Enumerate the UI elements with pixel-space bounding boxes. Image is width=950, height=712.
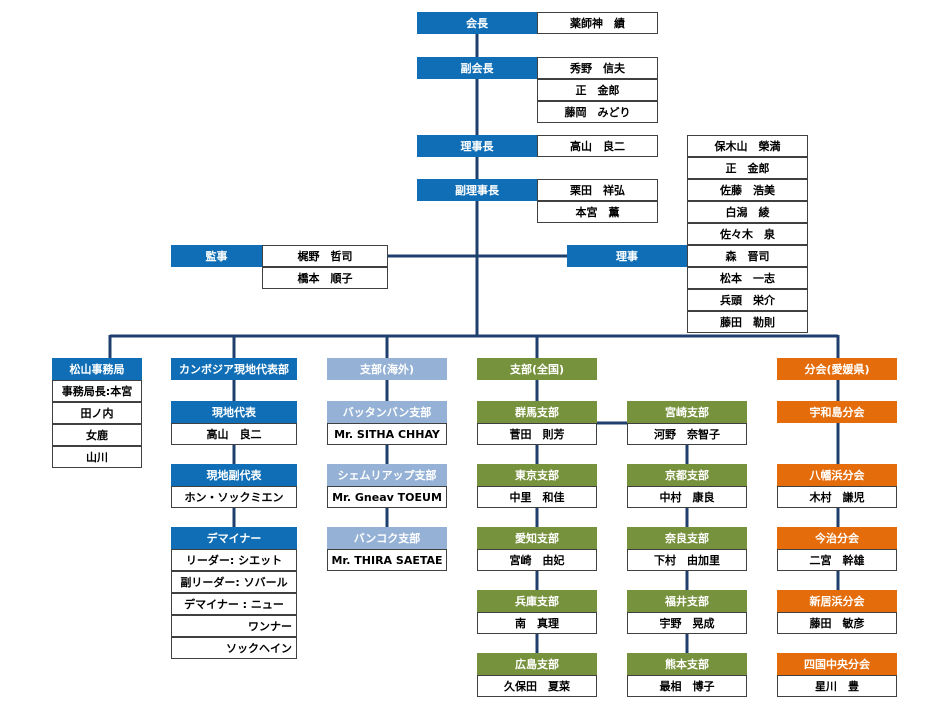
overseas-branch-header: バンコク支部 [327,527,447,549]
director-name: 保木山 榮満 [687,135,808,157]
director-name: 白潟 綾 [687,201,808,223]
national-branch-header: 兵庫支部 [477,590,597,612]
national-branch-name: 南 真理 [477,612,597,634]
national-branch-header: 東京支部 [477,464,597,486]
national-branch-name: 宮崎 由妃 [477,549,597,571]
deminer-member: ソックヘイン [171,637,297,659]
overseas-branch-header: バッタンバン支部 [327,401,447,423]
ehime-branch-header: 新居浜分会 [777,590,897,612]
vice-board-chair-name: 栗田 祥弘 [537,179,658,201]
national-branch-name: 下村 由加里 [627,549,747,571]
vice-chairman-name: 正 金郎 [537,79,658,101]
national-branch-name: 河野 奈智子 [627,423,747,445]
ehime-branch-name: 二宮 幹雄 [777,549,897,571]
national-branch-header: 群馬支部 [477,401,597,423]
national-branch-header: 熊本支部 [627,653,747,675]
national-branch-name: 中里 和佳 [477,486,597,508]
ehime-branch-header: 八幡浜分会 [777,464,897,486]
national-branch-header: 愛知支部 [477,527,597,549]
chairman-header: 会長 [417,12,537,34]
national-branch-header: 奈良支部 [627,527,747,549]
local-rep-name: 高山 良二 [171,423,297,445]
national-branch-name: 宇野 晃成 [627,612,747,634]
overseas-branch-name: Mr. THIRA SAETAE [327,549,447,571]
deminer-member: 副リーダー: ソバール [171,571,297,593]
deminer-member: デマイナー : ニュー [171,593,297,615]
matsuyama-office-header: 松山事務局 [52,358,142,380]
matsuyama-office-member: 女鹿 [52,424,142,446]
director-name: 佐々木 泉 [687,223,808,245]
national-branch-header: 京都支部 [627,464,747,486]
overseas-branch-header: シェムリアップ支部 [327,464,447,486]
cambodia-office-header: カンボジア現地代表部 [171,358,297,380]
national-branch-name: 中村 康良 [627,486,747,508]
matsuyama-office-member: 事務局長:本宮 [52,380,142,402]
director-name: 藤田 勒則 [687,311,808,333]
local-rep-header: 現地代表 [171,401,297,423]
ehime-branches-header: 分会(愛媛県) [777,358,897,380]
matsuyama-office-member: 田ノ内 [52,402,142,424]
director-name: 佐藤 浩美 [687,179,808,201]
ehime-branch-header: 四国中央分会 [777,653,897,675]
director-name: 松本 一志 [687,267,808,289]
ehime-branch-name: 藤田 敏彦 [777,612,897,634]
vice-chairman-name: 秀野 信夫 [537,57,658,79]
national-branch-header: 宮崎支部 [627,401,747,423]
matsuyama-office-member: 山川 [52,446,142,468]
director-name: 森 晋司 [687,245,808,267]
overseas-branches-header: 支部(海外) [327,358,447,380]
local-vice-rep-header: 現地副代表 [171,464,297,486]
ehime-branch-header: 宇和島分会 [777,401,897,423]
national-branch-name: 菅田 則芳 [477,423,597,445]
directors-header: 理事 [567,245,687,267]
director-name: 正 金郎 [687,157,808,179]
national-branch-header: 広島支部 [477,653,597,675]
deminer-member: リーダー: シエット [171,549,297,571]
national-branches-header: 支部(全国) [477,358,597,380]
vice-chairman-name: 藤岡 みどり [537,101,658,123]
director-name: 兵頭 栄介 [687,289,808,311]
vice-board-chair-header: 副理事長 [417,179,537,201]
vice-board-chair-name: 本宮 薫 [537,201,658,223]
ehime-branch-name: 星川 豊 [777,675,897,697]
auditor-name: 橋本 順子 [262,267,388,289]
national-branch-header: 福井支部 [627,590,747,612]
deminer-header: デマイナー [171,527,297,549]
auditor-name: 梶野 哲司 [262,245,388,267]
national-branch-name: 最相 博子 [627,675,747,697]
board-chair-header: 理事長 [417,135,537,157]
overseas-branch-name: Mr. SITHA CHHAY [327,423,447,445]
ehime-branch-header: 今治分会 [777,527,897,549]
local-vice-rep-name: ホン・ソックミエン [171,486,297,508]
board-chair-name: 高山 良二 [537,135,658,157]
vice-chairman-header: 副会長 [417,57,537,79]
deminer-member: ワンナー [171,615,297,637]
ehime-branch-name: 木村 謙児 [777,486,897,508]
chairman-name: 薬師神 績 [537,12,658,34]
auditor-header: 監事 [171,245,262,267]
national-branch-name: 久保田 夏菜 [477,675,597,697]
overseas-branch-name: Mr. Gneav TOEUM [327,486,447,508]
